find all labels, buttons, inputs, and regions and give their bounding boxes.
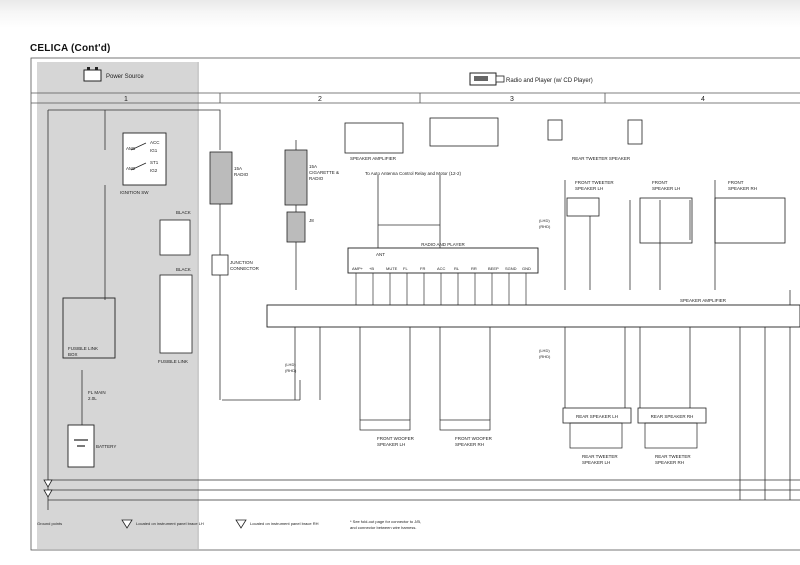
fl-main-label: FL MAIN <box>88 390 106 395</box>
ant-label: ANT <box>376 252 385 257</box>
tweeter-connector-2 <box>627 119 643 145</box>
fuse-cig <box>284 149 308 206</box>
front-woofer-rh-label-2: SPEAKER RH <box>455 442 484 447</box>
radio-and-player <box>347 247 539 274</box>
rear-tweeter-rh-label-2: SPEAKER RH <box>655 460 684 465</box>
front-woofer-rh <box>439 419 491 431</box>
fuse-cig-name: CIGARETTE & <box>309 170 339 175</box>
radio-header: Radio and Player (w/ CD Player) <box>506 78 593 84</box>
front-woofer-lh-label: FRONT WOOFER <box>377 436 415 441</box>
rear-tweeter-lh-label-2: SPEAKER LH <box>582 460 610 465</box>
front-speaker-lh-label: FRONT <box>652 180 668 185</box>
lhd-label-3: (LHD) <box>539 218 550 223</box>
fusible-link-box-label: FUSIBLE LINK <box>158 359 188 364</box>
power-source-header: Power Source <box>106 74 144 80</box>
connector-block-1 <box>159 219 191 256</box>
radio-terminal-label: MUTE <box>386 266 398 271</box>
black-label-2: BLACK <box>176 267 191 272</box>
front-speaker-rh-label: FRONT <box>728 180 744 185</box>
radio-terminal-label: GND <box>522 266 531 271</box>
speaker-amplifier <box>266 304 800 328</box>
radio-terminal-label: FL <box>403 266 408 271</box>
ground-symbols <box>43 479 247 529</box>
column-2: 2 <box>318 96 322 103</box>
rhd-label-2: (RHD) <box>539 354 551 359</box>
ign-term-ig2: IG2 <box>150 168 158 173</box>
fl-main-size: 2.0L <box>88 396 97 401</box>
radio-connector <box>429 117 499 147</box>
fuse-cig-amp: 15A <box>309 164 317 169</box>
ignition-sw-label: IGNITION SW <box>120 190 149 195</box>
footer-note-2: Located on instrument panel brace RH <box>250 521 319 526</box>
footer-note-3: * See fold-out page for connector to J/B… <box>350 519 421 524</box>
battery-icon <box>83 67 102 82</box>
lhd-label-1: (LHD) <box>285 362 296 367</box>
tweeter-connector-1 <box>547 119 563 141</box>
front-tweeter-lh <box>566 197 600 217</box>
junction-j8 <box>286 211 306 243</box>
radio-terminal-label: RL <box>454 266 460 271</box>
radio-terminal-label: BEEP <box>488 266 499 271</box>
ign-term-ig1: IG1 <box>150 148 158 153</box>
fusible-link-label: FUSIBLE LINK <box>68 346 98 351</box>
lhd-label-2: (LHD) <box>539 348 550 353</box>
fusible-link-box-diagram <box>159 274 193 354</box>
radio-and-player-label: RADIO AND PLAYER <box>421 242 465 247</box>
fusible-link-box <box>62 297 116 359</box>
ground-points-label: Ground points <box>37 521 62 526</box>
rear-tweeter-lh-label: REAR TWEETER <box>582 454 618 459</box>
junction-connector-label-2: CONNECTOR <box>230 266 260 271</box>
ign-term-am2: AM2 <box>126 166 136 171</box>
front-woofer-lh-label-2: SPEAKER LH <box>377 442 405 447</box>
front-speaker-rh-label-2: SPEAKER RH <box>728 186 757 191</box>
radio-terminal-label: +B <box>369 266 374 271</box>
diagram-frame <box>30 57 800 551</box>
radio-terminal-label: FR <box>420 266 425 271</box>
front-woofer-lh <box>359 419 411 431</box>
to-auto-antenna: To Auto Antenna Control Relay and Motor … <box>365 171 462 176</box>
column-1: 1 <box>124 96 128 103</box>
radio-icon <box>469 72 505 86</box>
column-4: 4 <box>701 96 705 103</box>
speaker-amp-connector <box>344 122 404 154</box>
radio-terminal-label: SGND <box>505 266 517 271</box>
rear-tweeter-label: REAR TWEETER SPEAKER <box>572 156 631 161</box>
front-tweeter-lh-label: FRONT TWEETER <box>575 180 614 185</box>
page-title: CELICA (Cont'd) <box>30 43 111 54</box>
rear-tweeter-rh-label: REAR TWEETER <box>655 454 691 459</box>
junction-connector <box>211 254 229 276</box>
footer-note-1: Located on instrument panel brace LH <box>136 521 204 526</box>
junction-ref: J8 <box>309 218 314 223</box>
footer-note-3b: and connector between wire harness. <box>350 525 416 530</box>
rhd-label-3: (RHD) <box>539 224 551 229</box>
battery-label: BATTERY <box>96 444 116 449</box>
fuse-radio-amp: 15A <box>234 166 242 171</box>
front-speaker-lh <box>639 197 693 244</box>
radio-terminal-label: RR <box>471 266 477 271</box>
speaker-amplifier-label: SPEAKER AMPLIFIER <box>350 156 397 161</box>
fuse-cig-name-2: RADIO <box>309 176 324 181</box>
speaker-amp-bar-label: SPEAKER AMPLIFIER <box>680 298 727 303</box>
rear-speaker-rh-label: REAR SPEAKER RH <box>651 414 694 419</box>
rhd-label-1: (RHD) <box>285 368 297 373</box>
black-label-1: BLACK <box>176 210 191 215</box>
ign-term-st1: ST1 <box>150 160 159 165</box>
front-speaker-lh-label-2: SPEAKER LH <box>652 186 680 191</box>
ign-term-acc: ACC <box>150 140 160 145</box>
ign-term-am1: AM1 <box>126 146 136 151</box>
front-woofer-rh-label: FRONT WOOFER <box>455 436 493 441</box>
column-3: 3 <box>510 96 514 103</box>
rear-speaker-lh-label: REAR SPEAKER LH <box>576 414 618 419</box>
fuse-radio <box>209 151 233 205</box>
radio-terminal-label: ACC <box>437 266 446 271</box>
radio-terminal-label: AMP+ <box>352 266 364 271</box>
front-speaker-rh <box>714 197 786 244</box>
fuse-radio-name: RADIO <box>234 172 249 177</box>
junction-connector-label: JUNCTION <box>230 260 253 265</box>
ignition-switch <box>122 132 167 186</box>
front-tweeter-lh-label-2: SPEAKER LH <box>575 186 603 191</box>
fusible-link-label-2: BOX <box>68 352 78 357</box>
